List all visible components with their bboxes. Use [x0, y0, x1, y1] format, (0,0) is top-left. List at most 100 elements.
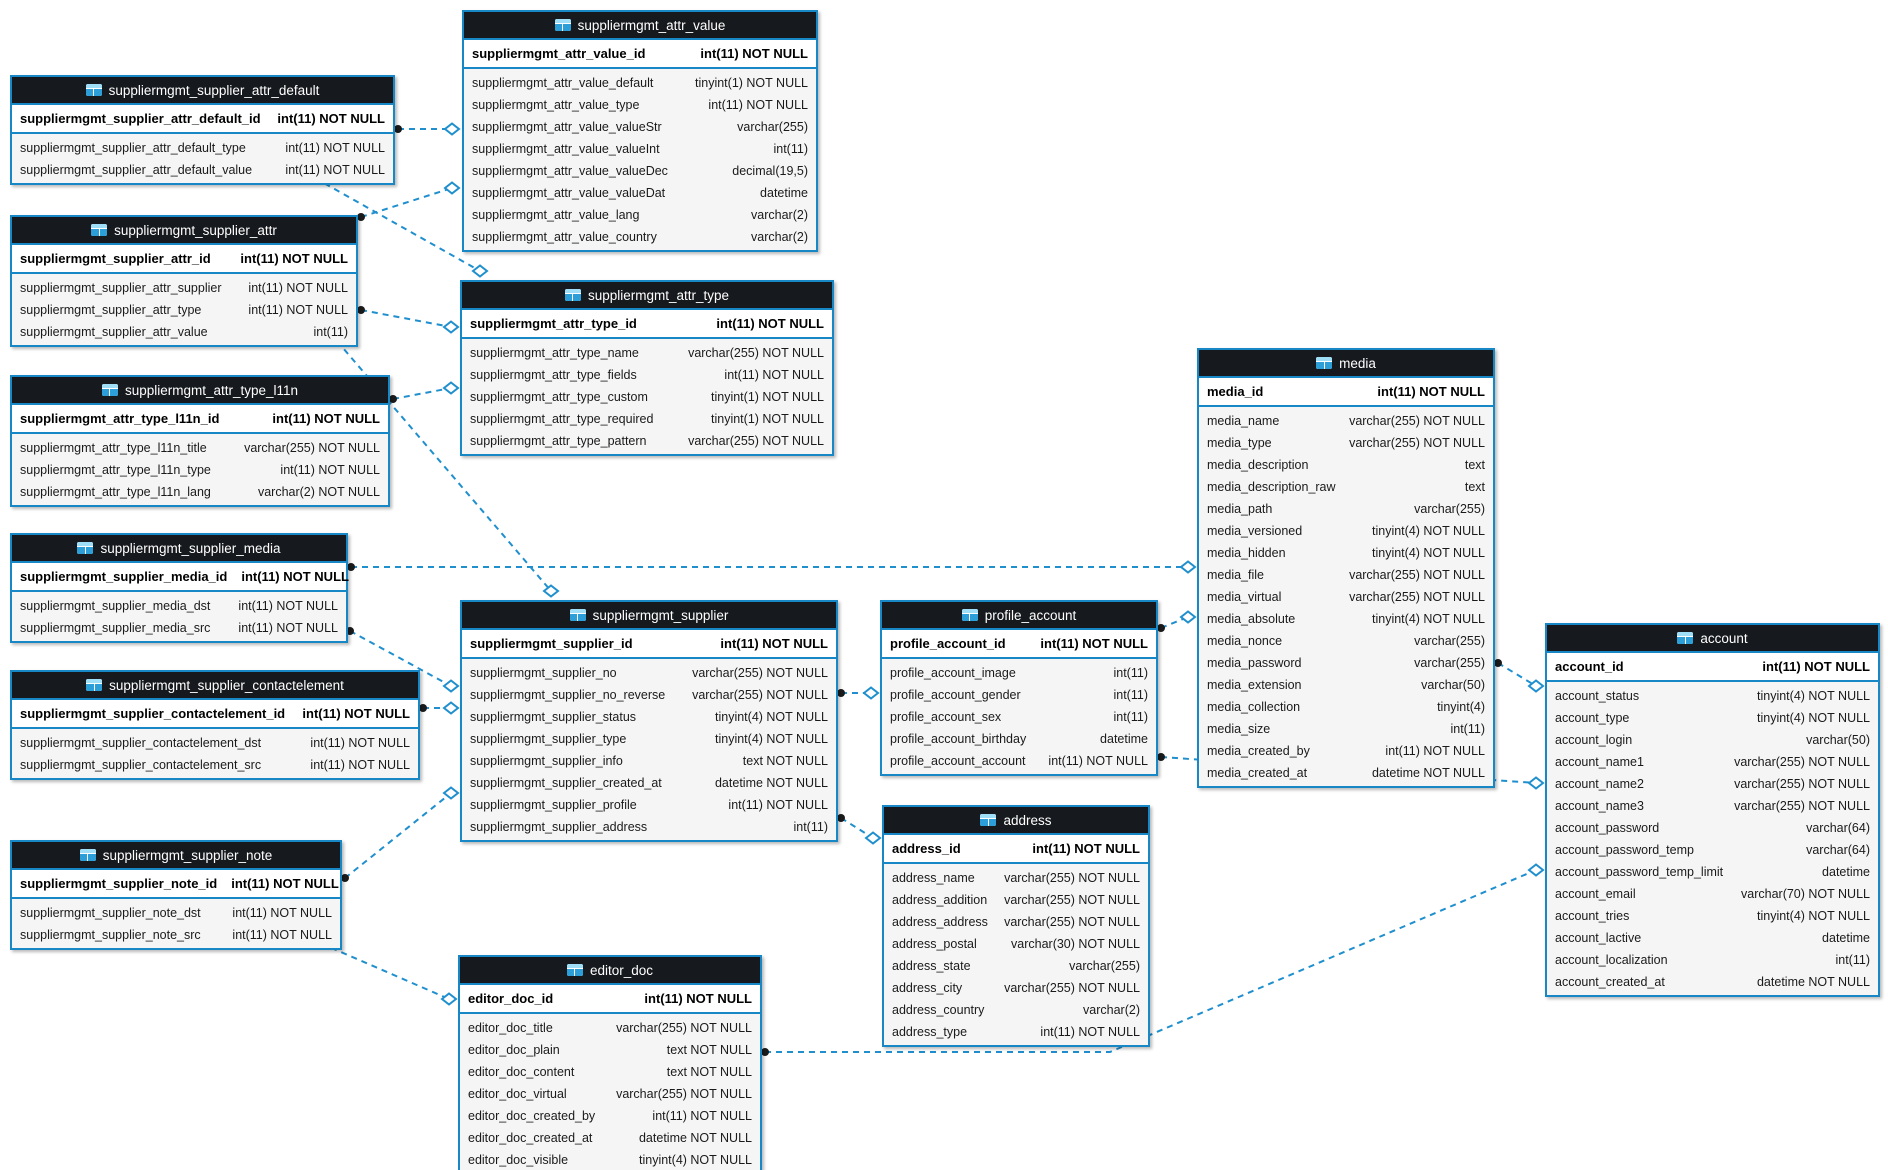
relation-line[interactable]: [314, 177, 481, 272]
table-suppliermgmt_attr_value[interactable]: suppliermgmt_attr_value suppliermgmt_att…: [462, 10, 818, 252]
table-header[interactable]: suppliermgmt_supplier_contactelement: [12, 672, 418, 700]
table-suppliermgmt_supplier_contactelement[interactable]: suppliermgmt_supplier_contactelement sup…: [10, 670, 420, 780]
column-row[interactable]: suppliermgmt_supplier_attr_default_value…: [12, 159, 393, 181]
table-editor_doc[interactable]: editor_doc editor_doc_id int(11) NOT NUL…: [458, 955, 762, 1170]
relation-line[interactable]: [1497, 662, 1537, 687]
table-header[interactable]: media: [1199, 350, 1493, 378]
table-profile_account[interactable]: profile_account profile_account_id int(1…: [880, 600, 1158, 776]
table-header[interactable]: profile_account: [882, 602, 1156, 630]
pk-row[interactable]: suppliermgmt_supplier_contactelement_id …: [12, 700, 418, 729]
pk-row[interactable]: suppliermgmt_supplier_id int(11) NOT NUL…: [462, 630, 836, 659]
column-row[interactable]: suppliermgmt_supplier_contactelement_dst…: [12, 732, 418, 754]
table-suppliermgmt_supplier_attr_default[interactable]: suppliermgmt_supplier_attr_default suppl…: [10, 75, 395, 185]
pk-row[interactable]: editor_doc_id int(11) NOT NULL: [460, 985, 760, 1014]
table-header[interactable]: suppliermgmt_supplier_attr: [12, 217, 356, 245]
pk-row[interactable]: suppliermgmt_supplier_attr_id int(11) NO…: [12, 245, 356, 274]
table-header[interactable]: address: [884, 807, 1148, 835]
pk-row[interactable]: suppliermgmt_supplier_attr_default_id in…: [12, 105, 393, 134]
pk-row[interactable]: suppliermgmt_attr_type_id int(11) NOT NU…: [462, 310, 832, 339]
table-header[interactable]: account: [1547, 625, 1878, 653]
pk-row[interactable]: account_id int(11) NOT NULL: [1547, 653, 1878, 682]
table-header[interactable]: suppliermgmt_supplier_media: [12, 535, 346, 563]
relation-line[interactable]: [360, 187, 453, 218]
pk-row[interactable]: suppliermgmt_supplier_media_id int(11) N…: [12, 563, 349, 592]
table-header[interactable]: suppliermgmt_attr_type: [462, 282, 832, 310]
table-suppliermgmt_supplier_note[interactable]: suppliermgmt_supplier_note suppliermgmt_…: [10, 840, 342, 950]
table-suppliermgmt_attr_type[interactable]: suppliermgmt_attr_type suppliermgmt_attr…: [460, 280, 834, 456]
table-header[interactable]: suppliermgmt_attr_value: [464, 12, 816, 40]
pk-row[interactable]: media_id int(11) NOT NULL: [1199, 378, 1493, 407]
table-address[interactable]: address address_id int(11) NOT NULL addr…: [882, 805, 1150, 1047]
table-suppliermgmt_supplier_attr[interactable]: suppliermgmt_supplier_attr suppliermgmt_…: [10, 215, 358, 347]
table-media[interactable]: media media_id int(11) NOT NULL media_na…: [1197, 348, 1495, 788]
table-account[interactable]: account account_id int(11) NOT NULL acco…: [1545, 623, 1880, 997]
relation-line[interactable]: [344, 792, 452, 879]
relation-line[interactable]: [392, 387, 452, 400]
